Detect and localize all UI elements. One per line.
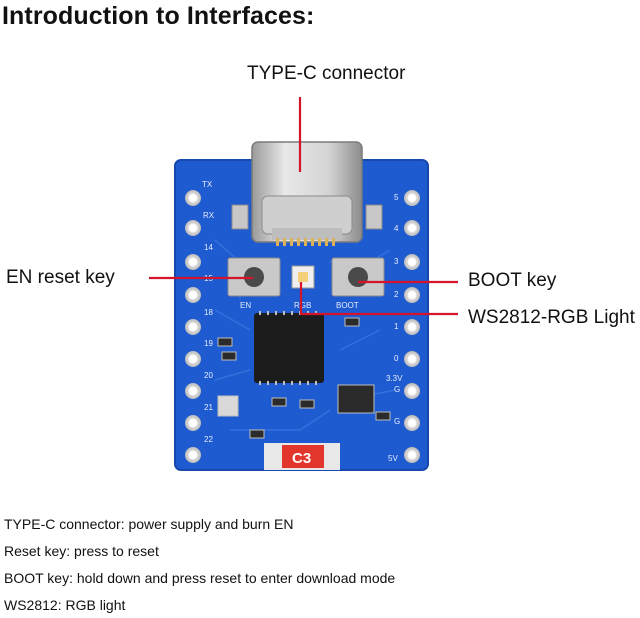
silk-left-pin: 19 (204, 339, 213, 348)
description-line: BOOT key: hold down and press reset to e… (4, 570, 396, 586)
silk-en: EN (240, 301, 251, 310)
left-header-pins (185, 190, 201, 463)
callout-typec-connector: TYPE-C connector (247, 63, 406, 84)
callout-pointers (149, 97, 458, 316)
silk-right-pin: 2 (394, 290, 399, 299)
ws2812-rgb-led (291, 265, 315, 289)
description-line: WS2812: RGB light (4, 597, 126, 613)
pointer-rgb (299, 282, 458, 316)
page-title: Introduction to Interfaces: (2, 2, 315, 30)
silk-left-pin: 21 (204, 403, 213, 412)
silk-right-pin: 1 (394, 322, 399, 331)
silk-right-pin: 0 (394, 354, 399, 363)
description-line: TYPE-C connector: power supply and burn … (4, 516, 294, 532)
callout-boot-key: BOOT key (468, 270, 557, 291)
silk-left-pin: 22 (204, 435, 213, 444)
silk-boot: BOOT (336, 301, 359, 310)
description-line: Reset key: press to reset (4, 543, 159, 559)
silk-left-pin: 14 (204, 243, 213, 252)
callout-ws2812-rgb-light: WS2812-RGB Light (468, 307, 635, 328)
usb-type-c-connector (231, 141, 383, 246)
boot-button (331, 257, 385, 297)
silk-rgb: RGB (294, 301, 311, 310)
silk-tx: TX (202, 180, 213, 189)
right-header-pins (404, 190, 420, 463)
c3-model-label: C3 (264, 443, 340, 470)
silk-left-pin: 20 (204, 371, 213, 380)
pcb-board-illustration: TX RX 14 15 18 19 20 21 22 5 4 3 2 1 0 G… (149, 97, 458, 471)
silk-left-pin: 18 (204, 308, 213, 317)
silk-right-pin: 3 (394, 257, 399, 266)
silk-right-pin: G (394, 385, 400, 394)
silk-right-pin: 4 (394, 224, 399, 233)
smd-components (217, 317, 391, 439)
silk-right-pin: 5 (394, 193, 399, 202)
silk-right-pin: 5V (388, 454, 398, 463)
silk-right-pin: G (394, 417, 400, 426)
silk-right-pin: 3.3V (386, 374, 403, 383)
callout-en-reset-key: EN reset key (6, 267, 115, 288)
en-reset-button (227, 257, 281, 297)
esp32-c3-chip (254, 311, 324, 385)
svg-text:C3: C3 (292, 450, 311, 467)
silk-rx: RX (203, 211, 215, 220)
